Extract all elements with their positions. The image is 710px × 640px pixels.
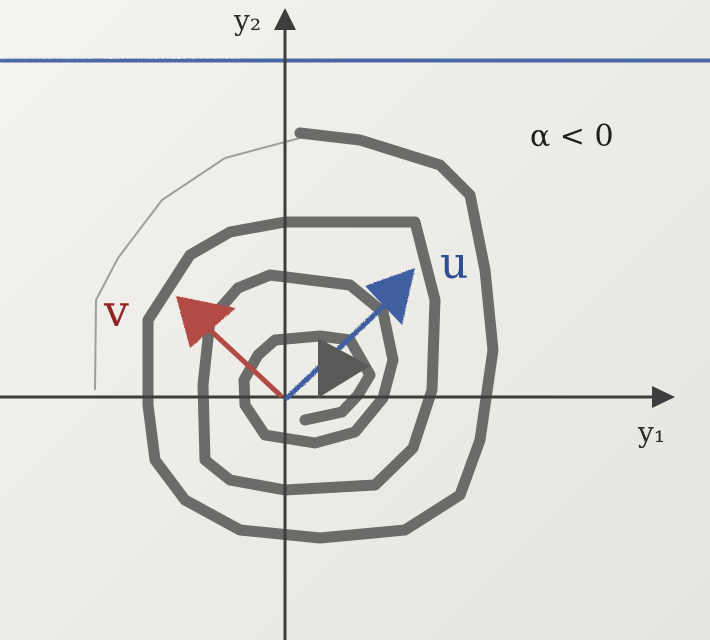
alpha-condition-label: α < 0: [530, 119, 614, 154]
u-vector-arrowhead: [365, 268, 415, 325]
x-axis: [0, 386, 675, 408]
v-vector-label: v: [103, 286, 129, 337]
x-axis-arrowhead: [652, 386, 675, 408]
y-axis: [274, 8, 296, 640]
top-boundary-line: [0, 57, 710, 65]
y1-axis-label: y₁: [637, 416, 665, 449]
u-vector: [284, 268, 415, 401]
u-vector-label: u: [440, 238, 468, 289]
outer-sketch-arc: [94, 137, 301, 391]
y-axis-arrowhead: [274, 8, 296, 30]
y2-axis-label: y₂: [233, 4, 261, 37]
v-vector-arrowhead: [176, 296, 236, 348]
flow-direction-arrow: [318, 338, 370, 398]
v-vector: [176, 296, 283, 398]
spiral-trajectory: [142, 127, 499, 544]
